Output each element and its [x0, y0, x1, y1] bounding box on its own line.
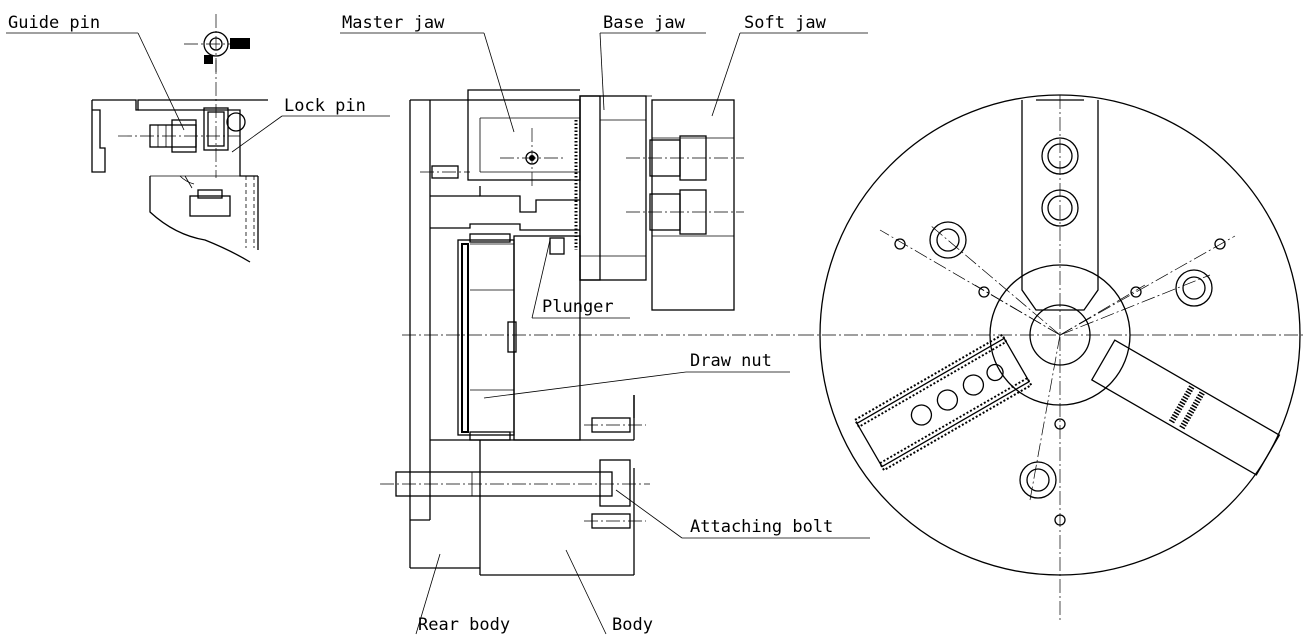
label-master-jaw: Master jaw	[340, 13, 515, 133]
body-label: Body	[612, 615, 653, 635]
label-lock-pin: Lock pin	[231, 96, 390, 153]
master-jaw-label: Master jaw	[342, 13, 445, 33]
label-draw-nut: Draw nut	[483, 351, 790, 399]
label-plunger: Plunger	[531, 239, 630, 319]
label-guide-pin: Guide pin	[6, 13, 185, 131]
guide-pin-label: Guide pin	[8, 13, 100, 33]
rear-body-label: Rear body	[418, 615, 510, 635]
label-rear-body: Rear body	[415, 553, 510, 635]
label-base-jaw: Base jaw	[599, 13, 706, 111]
detail-view	[91, 14, 268, 263]
attaching-bolt-label: Attaching bolt	[690, 517, 833, 537]
section-view	[380, 89, 800, 576]
label-soft-jaw: Soft jaw	[711, 13, 868, 117]
lock-pin-label: Lock pin	[284, 96, 366, 116]
front-view	[800, 94, 1306, 620]
label-body: Body	[565, 549, 653, 635]
plunger-label: Plunger	[542, 297, 614, 317]
base-jaw-label: Base jaw	[603, 13, 686, 33]
soft-jaw-label: Soft jaw	[744, 13, 827, 33]
draw-nut-label: Draw nut	[690, 351, 772, 371]
label-attaching-bolt: Attaching bolt	[615, 489, 870, 539]
